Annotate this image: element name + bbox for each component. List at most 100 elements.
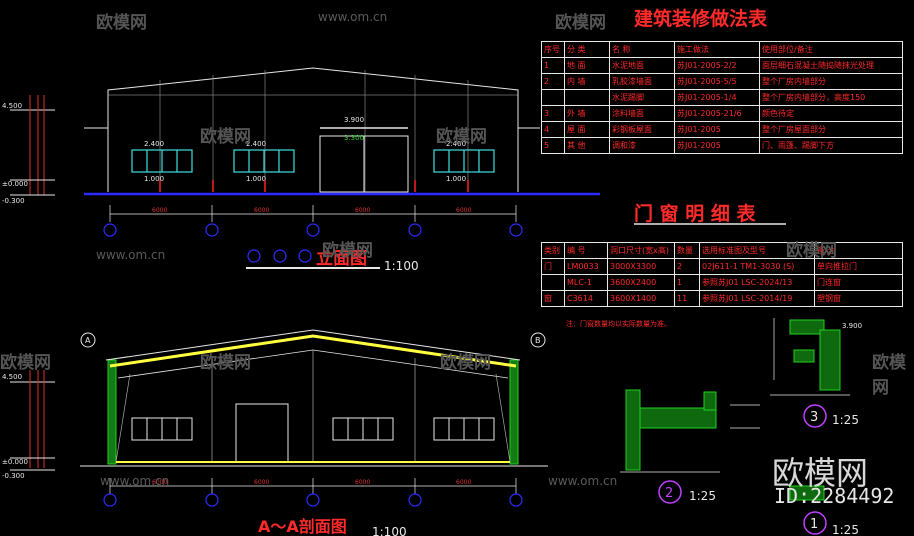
window-header-code: 编 号: [564, 242, 608, 259]
window-cell: 1: [674, 274, 700, 291]
detail-2-number: 2: [665, 486, 673, 501]
section-window-1: [131, 417, 193, 441]
elev-level-top: 4.500: [2, 102, 22, 110]
window-cell: 11: [674, 290, 700, 307]
finish-cell: 彩钢板屋面: [609, 121, 675, 138]
sect-level-top: 4.500: [2, 373, 22, 381]
detail-2-bubble: [658, 480, 682, 504]
finish-cell: 2: [541, 73, 565, 90]
finish-cell: 内 墙: [564, 73, 610, 90]
window-cell: 2: [674, 258, 700, 275]
section-level-column: [10, 370, 55, 471]
watermark-url: www.om.cn: [96, 248, 166, 262]
watermark-logo: 欧模网: [555, 13, 606, 33]
section-scale: 1:100: [372, 525, 407, 536]
elev-dim-1: 6000: [152, 207, 167, 214]
watermark-url: www.om.cn: [100, 474, 170, 488]
window-table-note: 注：门窗数量均以实际数量为准。: [566, 319, 671, 328]
elev-window-mark-3: 2.400: [446, 140, 466, 148]
finish-header-method: 施工做法: [674, 41, 760, 58]
finish-header-no: 序号: [541, 41, 565, 58]
finish-cell: 其 他: [564, 137, 610, 154]
window-header-qty: 数量: [674, 242, 700, 259]
finish-cell: 5: [541, 137, 565, 154]
finish-table-header: 序号 分 类 名 称 施工做法 使用部位/备注: [541, 41, 903, 58]
detail-3-bubble: [803, 404, 827, 428]
window-header-size: 洞口尺寸(宽x高): [607, 242, 675, 259]
sect-dim-2: 6000: [254, 479, 269, 486]
finish-cell: 整个厂房内墙部分，高度150: [759, 89, 903, 106]
finish-cell: 调和漆: [609, 137, 675, 154]
finish-cell: 面层细石混凝土随捣随抹光处理: [759, 57, 903, 74]
window-cell: 窗: [541, 290, 565, 307]
elevation-axis-bubbles: [103, 223, 523, 237]
elevation-main-door: [319, 127, 409, 193]
elev-level-zero: ±0.000: [2, 180, 28, 188]
watermark-url: www.om.cn: [548, 474, 618, 488]
watermark-logo: 欧模网: [786, 241, 837, 261]
detail-2-drawing: [620, 389, 760, 504]
window-cell: 门连窗: [814, 274, 903, 291]
brand-id-text: ID:2284492: [774, 484, 895, 508]
watermark-logo: 欧模网: [322, 241, 373, 261]
watermark-logo: 欧模网: [436, 127, 487, 147]
finish-cell: 4: [541, 121, 565, 138]
table-row: 水泥踢脚 苏J01-2005-1/4 整个厂房内墙部分，高度150: [541, 89, 903, 106]
elevation-base-ticks: [159, 180, 469, 192]
finish-cell: 涂料墙面: [609, 105, 675, 122]
elevation-level-column: [10, 95, 55, 196]
finish-cell: 3: [541, 105, 565, 122]
table-row: 2 内 墙 乳胶漆墙面 苏J01-2005-5/5 整个厂房内墙部分: [541, 73, 903, 90]
elev-dim-4: 6000: [456, 207, 471, 214]
sect-level-ground: -0.300: [2, 472, 25, 480]
finish-cell: 整个厂房屋面部分: [759, 121, 903, 138]
section-interior: [115, 350, 511, 463]
finish-cell: 水泥地面: [609, 57, 675, 74]
table-row: 窗 C3614 3600X1400 11 参照苏J01 LSC-2014/19 …: [541, 290, 903, 307]
window-cell: 3600X2400: [607, 274, 675, 291]
section-axis-b: B: [535, 336, 541, 345]
detail-3-drawing: [770, 318, 850, 428]
elev-window-mark-1: 2.400: [144, 140, 164, 148]
section-window-2: [332, 417, 394, 441]
finish-cell: 苏J01-2005-21/6: [674, 105, 760, 122]
elevation-window-3: [433, 149, 495, 173]
elev-window-mark-2: 2.400: [246, 140, 266, 148]
window-cell: 参照苏J01 LSC-2024/13: [699, 274, 815, 291]
finish-header-location: 使用部位/备注: [759, 41, 903, 58]
sect-dim-4: 6000: [456, 479, 471, 486]
detail-1-bubble: [803, 511, 827, 535]
window-table-title: 门 窗 明 细 表: [634, 202, 756, 225]
finish-cell: 1: [541, 57, 565, 74]
table-row: 门 LM0033 3000X3300 2 02J611-1 TM1-3030 (…: [541, 258, 903, 275]
elevation-dimension-line: [109, 205, 517, 222]
elevation-window-1: [131, 149, 193, 173]
window-cell: 门: [541, 258, 565, 275]
finish-table: 序号 分 类 名 称 施工做法 使用部位/备注 1 地 面 水泥地面 苏J01-…: [541, 41, 903, 154]
finish-cell: 乳胶漆墙面: [609, 73, 675, 90]
finish-header-name: 名 称: [609, 41, 675, 58]
section-window-3: [433, 417, 495, 441]
elev-sill-mark-1: 1.000: [144, 175, 164, 183]
watermark-logo: 欧模网: [200, 127, 251, 147]
finish-header-category: 分 类: [564, 41, 610, 58]
table-row: MLC-1 3600X2400 1 参照苏J01 LSC-2024/13 门连窗: [541, 274, 903, 291]
table-row: 5 其 他 调和漆 苏J01-2005 门、雨篷、踢脚下方: [541, 137, 903, 154]
elev-door-head-mark: 3.300: [344, 134, 364, 142]
finish-cell: 苏J01-2005: [674, 137, 760, 154]
watermark-url: www.om.cn: [318, 10, 388, 24]
finish-cell: [541, 89, 565, 106]
detail-2-scale: 1:25: [689, 489, 716, 503]
window-header-note: 备 注: [814, 242, 903, 259]
brand-logo-text: 欧模网: [772, 454, 869, 492]
section-drawing: 4.500 ±0.000 -0.300: [2, 329, 548, 536]
window-cell: [541, 274, 565, 291]
elevation-title-bubbles: [247, 249, 312, 263]
finish-cell: 屋 面: [564, 121, 610, 138]
finish-cell: 苏J01-2005-2/2: [674, 57, 760, 74]
elev-level-ground: -0.300: [2, 197, 25, 205]
table-row: 4 屋 面 彩钢板屋面 苏J01-2005 整个厂房屋面部分: [541, 121, 903, 138]
table-row: 1 地 面 水泥地面 苏J01-2005-2/2 面层细石混凝土随捣随抹光处理: [541, 57, 903, 74]
detail-3-mark: 3.900: [842, 322, 862, 330]
sect-level-zero: ±0.000: [2, 458, 28, 466]
